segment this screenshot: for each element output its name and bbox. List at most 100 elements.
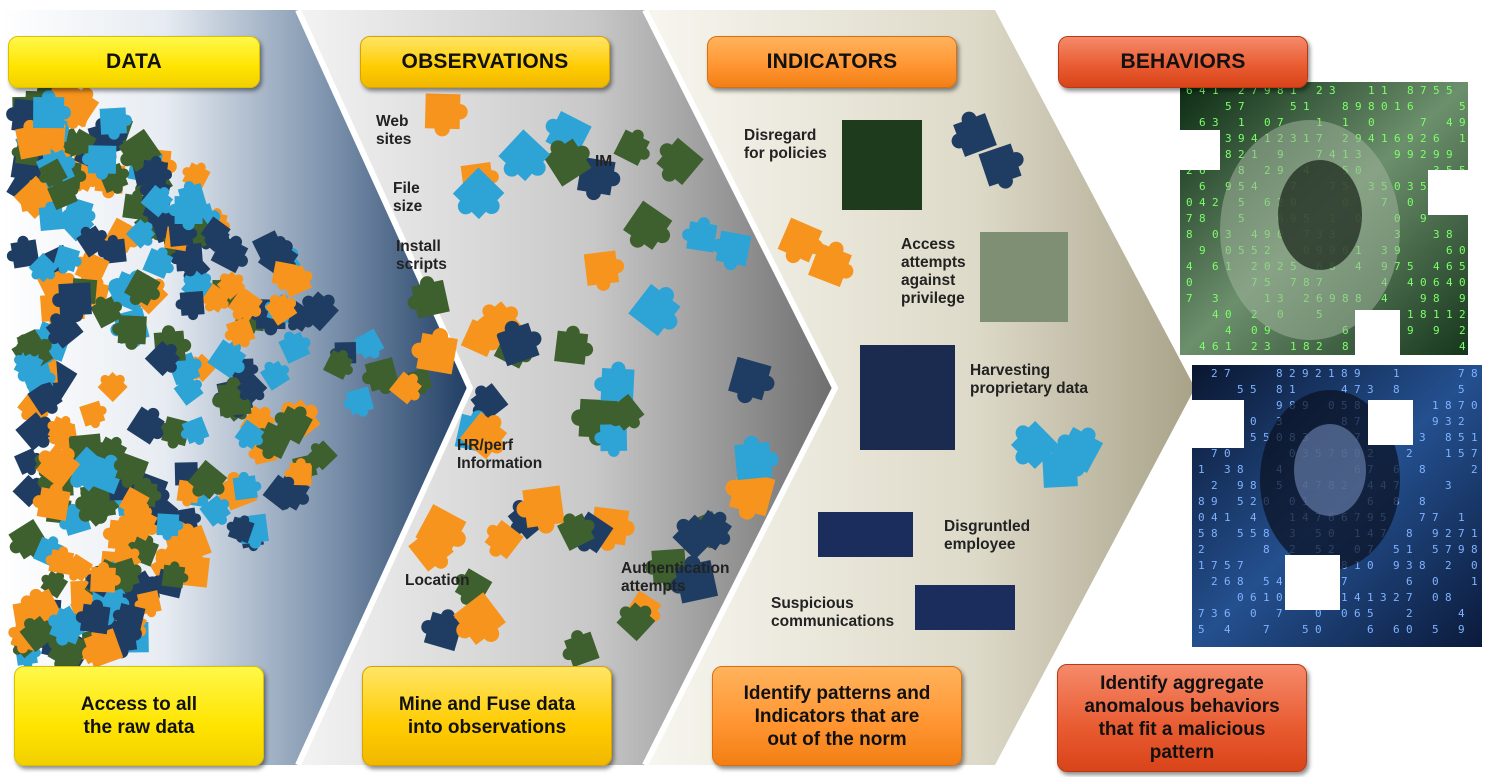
puzzle-piece [35, 444, 81, 490]
stage-footer-data: Access to all the raw data [14, 666, 264, 766]
matrix-glyph: 4 [1341, 383, 1348, 396]
puzzle-piece [260, 360, 291, 391]
matrix-glyph: 7 [1276, 607, 1283, 620]
matrix-glyph: 4 [1225, 324, 1232, 337]
puzzle-piece [777, 217, 824, 264]
puzzle-piece [99, 107, 132, 140]
stage-footer-data-line: Access to all [80, 694, 198, 715]
puzzle-piece [82, 626, 124, 668]
matrix-glyph: 4 [1407, 276, 1414, 289]
matrix-glyph: 7 [1251, 84, 1258, 97]
puzzle-piece [16, 329, 44, 357]
matrix-glyph: 7 [1420, 116, 1427, 129]
stage-footer-behaviors-line: pattern [1149, 742, 1215, 763]
matrix-glyph: 6 [1212, 340, 1219, 353]
matrix-glyph: 2 [1406, 607, 1413, 620]
matrix-glyph: 4 [1250, 511, 1257, 524]
puzzle-piece [279, 264, 313, 298]
matrix-glyph: 1 [1446, 308, 1453, 321]
puzzle-piece [1056, 426, 1104, 474]
puzzle-piece [252, 230, 286, 265]
matrix-glyph: 7 [1458, 367, 1465, 380]
matrix-glyph: 6 [1250, 591, 1257, 604]
matrix-glyph: 6 [1433, 132, 1440, 145]
puzzle-piece [234, 419, 265, 450]
puzzle-piece [113, 452, 149, 488]
matrix-glyph: 3 [1224, 463, 1231, 476]
matrix-glyph: 0 [1459, 244, 1466, 257]
matrix-glyph: 5 [1250, 527, 1257, 540]
matrix-glyph: 8 [1342, 340, 1349, 353]
matrix-glyph: 7 [1263, 623, 1270, 636]
matrix-glyph: 8 [1263, 543, 1270, 556]
matrix-glyph: 1 [1289, 383, 1296, 396]
matrix-glyph: 9 [1420, 212, 1427, 225]
puzzle-piece [278, 331, 311, 364]
matrix-glyph: 9 [1420, 292, 1427, 305]
matrix-glyph: 5 [1432, 623, 1439, 636]
matrix-glyph: 0 [1198, 511, 1205, 524]
matrix-glyph: 1 [1328, 367, 1335, 380]
matrix-glyph: 0 [1315, 607, 1322, 620]
matrix-glyph: 9 [1407, 132, 1414, 145]
matrix-glyph: 1 [1433, 308, 1440, 321]
matrix-glyph: 8 [1407, 84, 1414, 97]
matrix-glyph: 7 [1458, 527, 1465, 540]
matrix-glyph: 8 [1276, 383, 1283, 396]
behavior-photo-top: 6072078407467664894131820634653893010412… [1180, 82, 1468, 355]
puzzle-piece [200, 216, 231, 247]
puzzle-piece [424, 93, 468, 137]
matrix-glyph: 1 [1432, 399, 1439, 412]
matrix-glyph: 6 [1394, 132, 1401, 145]
puzzle-piece [734, 435, 779, 481]
matrix-glyph: 0 [1341, 607, 1348, 620]
matrix-glyph: 9 [1459, 116, 1466, 129]
puzzle-piece [808, 241, 854, 287]
matrix-glyph: 6 [1199, 116, 1206, 129]
matrix-glyph: 2 [1211, 575, 1218, 588]
matrix-glyph: 2 [1250, 495, 1257, 508]
matrix-glyph: 3 [1433, 228, 1440, 241]
puzzle-piece [174, 526, 204, 556]
matrix-glyph: 9 [1458, 623, 1465, 636]
puzzle-piece [262, 474, 299, 511]
matrix-glyph: 2 [1186, 164, 1193, 177]
puzzle-piece [45, 546, 75, 575]
matrix-glyph: 0 [1432, 591, 1439, 604]
puzzle-piece [484, 519, 524, 560]
stage-header-data-text: DATA [105, 50, 162, 73]
matrix-glyph: 5 [1250, 383, 1257, 396]
puzzle-piece [224, 316, 256, 348]
matrix-glyph: 5 [1458, 447, 1465, 460]
puzzle-piece [415, 504, 467, 556]
matrix-glyph: 1 [1471, 431, 1478, 444]
matrix-glyph: 8 [1342, 100, 1349, 113]
matrix-glyph: 8 [1237, 575, 1244, 588]
matrix-glyph: 2 [1212, 196, 1219, 209]
puzzle-piece [47, 178, 79, 211]
matrix-glyph: 6 [1393, 623, 1400, 636]
matrix-glyph: 5 [1225, 100, 1232, 113]
puzzle-piece [13, 350, 44, 380]
matrix-glyph: 1 [1354, 559, 1361, 572]
puzzle-piece [33, 90, 71, 129]
matrix-glyph: 0 [1459, 276, 1466, 289]
puzzle-piece [628, 283, 681, 337]
puzzle-piece [141, 155, 173, 187]
observation-label-im: IM [595, 153, 613, 170]
matrix-glyph: 4 [1224, 623, 1231, 636]
puzzle-piece [725, 469, 776, 520]
puzzle-piece [307, 440, 338, 471]
matrix-glyph: 4 [1186, 260, 1193, 273]
matrix-glyph: 1 [1445, 447, 1452, 460]
matrix-glyph: 2 [1420, 148, 1427, 161]
puzzle-piece [594, 424, 628, 457]
puzzle-piece [613, 129, 650, 166]
puzzle-piece [711, 230, 752, 271]
matrix-glyph: 2 [1445, 527, 1452, 540]
